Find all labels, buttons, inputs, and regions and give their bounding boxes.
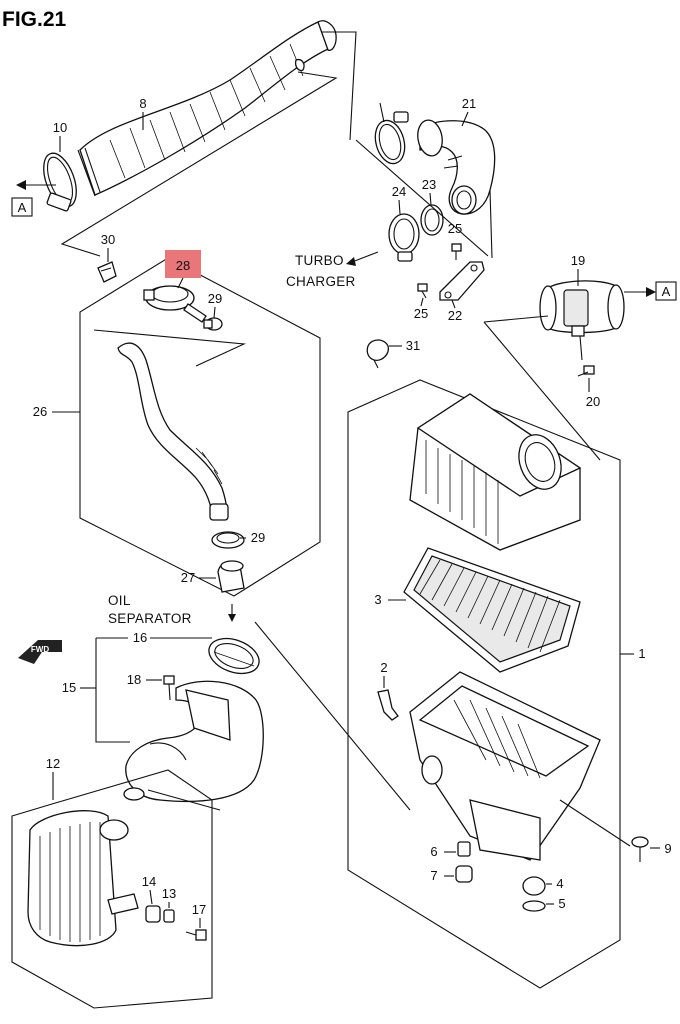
callout-16: 16 [133, 630, 147, 645]
air-cleaner-group-outline [347, 379, 621, 989]
bolt-18-part [163, 675, 175, 701]
screw-9-part [631, 836, 649, 862]
callout-19: 19 [571, 253, 585, 268]
leader-duct [147, 621, 411, 811]
o-ring-23-part [420, 204, 444, 236]
pcv-cap-28-part [143, 285, 207, 323]
leader-bracket-30 [60, 71, 338, 257]
callout-17: 17 [192, 902, 206, 917]
callout-9: 9 [664, 841, 671, 856]
arrow-head-icon [16, 180, 26, 190]
ref-a-left-label: A [18, 200, 27, 215]
callout-28-highlight: 28 [176, 258, 190, 273]
intake-hose-part [77, 20, 337, 197]
callout-14: 14 [142, 874, 156, 889]
callout-5: 5 [558, 896, 565, 911]
callout-20: 20 [586, 394, 600, 409]
grommet-14-part [145, 905, 161, 923]
ref-box-a-left [11, 197, 33, 217]
clip-30-part [97, 261, 117, 283]
oil-caption-line2: SEPARATOR [108, 611, 192, 626]
maf-sensor-19-part [539, 280, 625, 337]
grommet-4-part [522, 876, 546, 896]
ref-box-a-right [655, 281, 677, 301]
oil-caption-line1: OIL [108, 593, 131, 608]
turbo-pipe-21-part [417, 119, 496, 215]
callout-15: 15 [62, 680, 76, 695]
leader-turbo [355, 139, 493, 259]
callout-8: 8 [139, 96, 146, 111]
clip-5-part [522, 900, 546, 912]
callout-7: 7 [430, 868, 437, 883]
pcv-hose-26-part [117, 342, 229, 521]
pcv-group-outline [79, 257, 321, 597]
resonator-group-outline [11, 769, 213, 1009]
air-duct-15-part [123, 680, 264, 802]
fwd-arrow-icon: FWD [18, 640, 62, 664]
callout-25-upper: 25 [448, 221, 462, 236]
resonator-12-part [27, 810, 139, 947]
callout-6: 6 [430, 844, 437, 859]
bolt-25-lower-part [417, 283, 428, 299]
clamp-29-upper-part [203, 317, 223, 331]
duct-16-part [208, 637, 260, 675]
air-cleaner-lower-case-part [409, 671, 601, 861]
leader-pcv [93, 329, 247, 367]
leader-maf [483, 315, 601, 461]
collar-13-part [163, 909, 175, 923]
callout-2: 2 [380, 660, 387, 675]
figure-title: FIG.21 [2, 8, 67, 31]
clamp-24-part [388, 213, 420, 262]
highlight-28-box [165, 250, 201, 278]
turbo-arrow [351, 251, 379, 263]
clip-2-part [377, 689, 399, 721]
clamp-29-lower-part [211, 531, 245, 549]
bolt-20-part [577, 365, 595, 377]
callout-10: 10 [53, 120, 67, 135]
clamp-11-part [374, 111, 409, 165]
bolt-17-part [185, 929, 207, 941]
fwd-label: FWD [31, 645, 49, 654]
callout-13: 13 [162, 886, 176, 901]
turbo-caption-line2: CHARGER [286, 274, 356, 289]
callout-22: 22 [448, 308, 462, 323]
air-filter-3-part [403, 547, 581, 673]
callout-27: 27 [181, 570, 195, 585]
callout-31: 31 [406, 338, 420, 353]
callout-4: 4 [556, 876, 563, 891]
grommet-7-part [455, 865, 473, 883]
callout-12: 12 [46, 756, 60, 771]
callout-1: 1 [638, 646, 645, 661]
pcv-connector-27-part [217, 560, 245, 593]
bolt-25-upper-part [451, 243, 462, 260]
callout-25-lower: 25 [414, 306, 428, 321]
leader-bracket-top [322, 31, 357, 141]
bushing-6-part [457, 841, 471, 857]
callout-23: 23 [422, 177, 436, 192]
bracket-22-part [439, 261, 485, 301]
callout-30: 30 [101, 232, 115, 247]
turbo-caption-line1: TURBO [295, 253, 344, 268]
callout-26: 26 [33, 404, 47, 419]
clip-31-part [366, 339, 389, 369]
callout-18: 18 [127, 672, 141, 687]
callout-3: 3 [374, 592, 381, 607]
callout-21: 21 [462, 96, 476, 111]
callout-29-lower: 29 [251, 530, 265, 545]
air-cleaner-upper-case-part [409, 393, 582, 551]
ref-a-right-label: A [662, 284, 671, 299]
leader-15-bracket [95, 637, 212, 743]
callout-24: 24 [392, 184, 406, 199]
callout-29-upper: 29 [208, 291, 222, 306]
hose-clamp-10-part [43, 152, 77, 212]
